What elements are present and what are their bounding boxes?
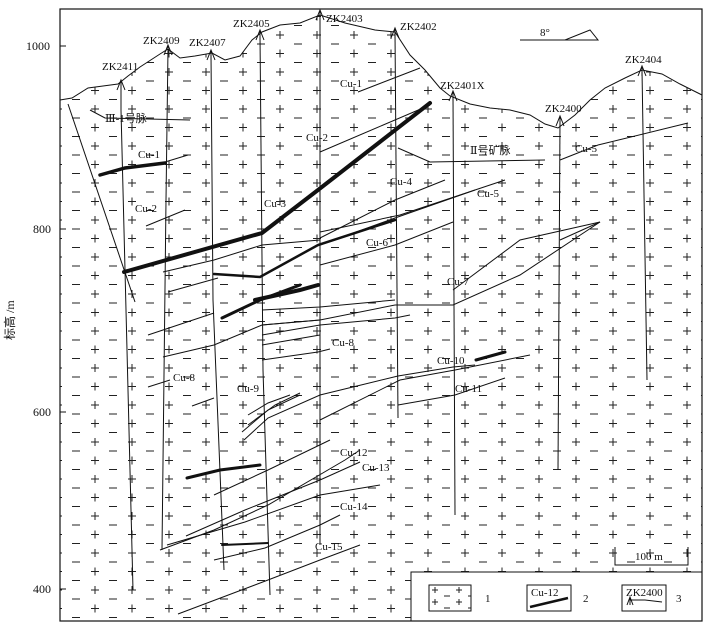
- section-frame: [59, 8, 703, 622]
- borehole-label-zk2409: ZK2409: [143, 35, 180, 47]
- borehole-traces: [120, 15, 648, 596]
- borehole-label-zk2403: ZK2403: [326, 13, 363, 25]
- legend-borehole-sample: ZK2400: [626, 587, 663, 599]
- borehole-label-zk2405: ZK2405: [233, 18, 270, 30]
- ore-label-cu8-center: Cu-8: [332, 337, 355, 349]
- ore-label-cu15: Cu-15: [315, 541, 343, 553]
- legend-orebody-line: [529, 596, 569, 609]
- ore-bodies-thick: [98, 101, 507, 546]
- legend-swatch-granite: [428, 584, 472, 612]
- vein-label-iii-1: Ⅲ-1号脉: [105, 111, 147, 125]
- ore-label-cu5-center: Cu-5: [477, 188, 500, 200]
- legend-orebody-sample: Cu-12: [531, 587, 559, 599]
- ore-label-cu10: Cu-10: [437, 355, 465, 367]
- ore-label-cu3: Cu-3: [264, 198, 287, 210]
- scale-label: 100 m: [635, 551, 663, 563]
- ore-label-cu13: Cu-13: [362, 462, 390, 474]
- ore-label-cu1-left: Cu-1: [138, 149, 160, 161]
- ore-label-cu14: Cu-14: [340, 501, 368, 513]
- ore-label-cu5-right: Cu-5: [575, 143, 598, 155]
- y-axis: [60, 45, 66, 590]
- borehole-label-zk2400: ZK2400: [545, 103, 582, 115]
- ore-label-cu9: Cu-9: [237, 383, 260, 395]
- ore-label-cu11: Cu-11: [455, 383, 482, 395]
- ore-label-cu8-left: Cu-8: [173, 372, 196, 384]
- dip-symbol: [520, 29, 600, 41]
- scale-bar: [614, 547, 689, 566]
- y-tick-800: 800: [33, 222, 51, 236]
- borehole-label-zk2407: ZK2407: [189, 37, 226, 49]
- legend: 1 Cu-12 2 ZK2400 3: [428, 584, 682, 612]
- vein-label-ii: Ⅱ号矿脉: [470, 143, 510, 157]
- ore-label-cu6: Cu-6: [366, 237, 389, 249]
- y-tick-1000: 1000: [26, 39, 50, 53]
- ore-label-cu7: Cu-7: [447, 276, 470, 288]
- y-tick-400: 400: [33, 582, 51, 596]
- ore-bodies-thin: [145, 67, 689, 615]
- legend-label-1: 1: [485, 593, 491, 605]
- vein-traces: [67, 103, 546, 303]
- dip-label: 8°: [540, 27, 550, 39]
- y-tick-600: 600: [33, 405, 51, 419]
- y-axis-label: 标高 /m: [2, 300, 17, 340]
- legend-borehole-symbol: [626, 595, 663, 606]
- granite-body: [60, 15, 702, 621]
- borehole-label-zk2404: ZK2404: [625, 54, 662, 66]
- ore-label-cu12: Cu-12: [340, 447, 368, 459]
- borehole-collar-marks: [116, 8, 647, 127]
- legend-label-3: 3: [676, 593, 682, 605]
- borehole-label-zk2401x: ZK2401X: [440, 80, 485, 92]
- legend-label-2: 2: [583, 593, 589, 605]
- ore-label-cu1-upper: Cu-1: [340, 78, 362, 90]
- ore-label-cu2-left: Cu-2: [135, 203, 157, 215]
- borehole-label-zk2411: ZK2411: [102, 61, 138, 73]
- ore-label-cu4: Cu-4: [390, 176, 413, 188]
- ore-label-cu2-center: Cu-2: [306, 132, 328, 144]
- borehole-label-zk2402: ZK2402: [400, 21, 437, 33]
- topographic-surface: [59, 14, 703, 129]
